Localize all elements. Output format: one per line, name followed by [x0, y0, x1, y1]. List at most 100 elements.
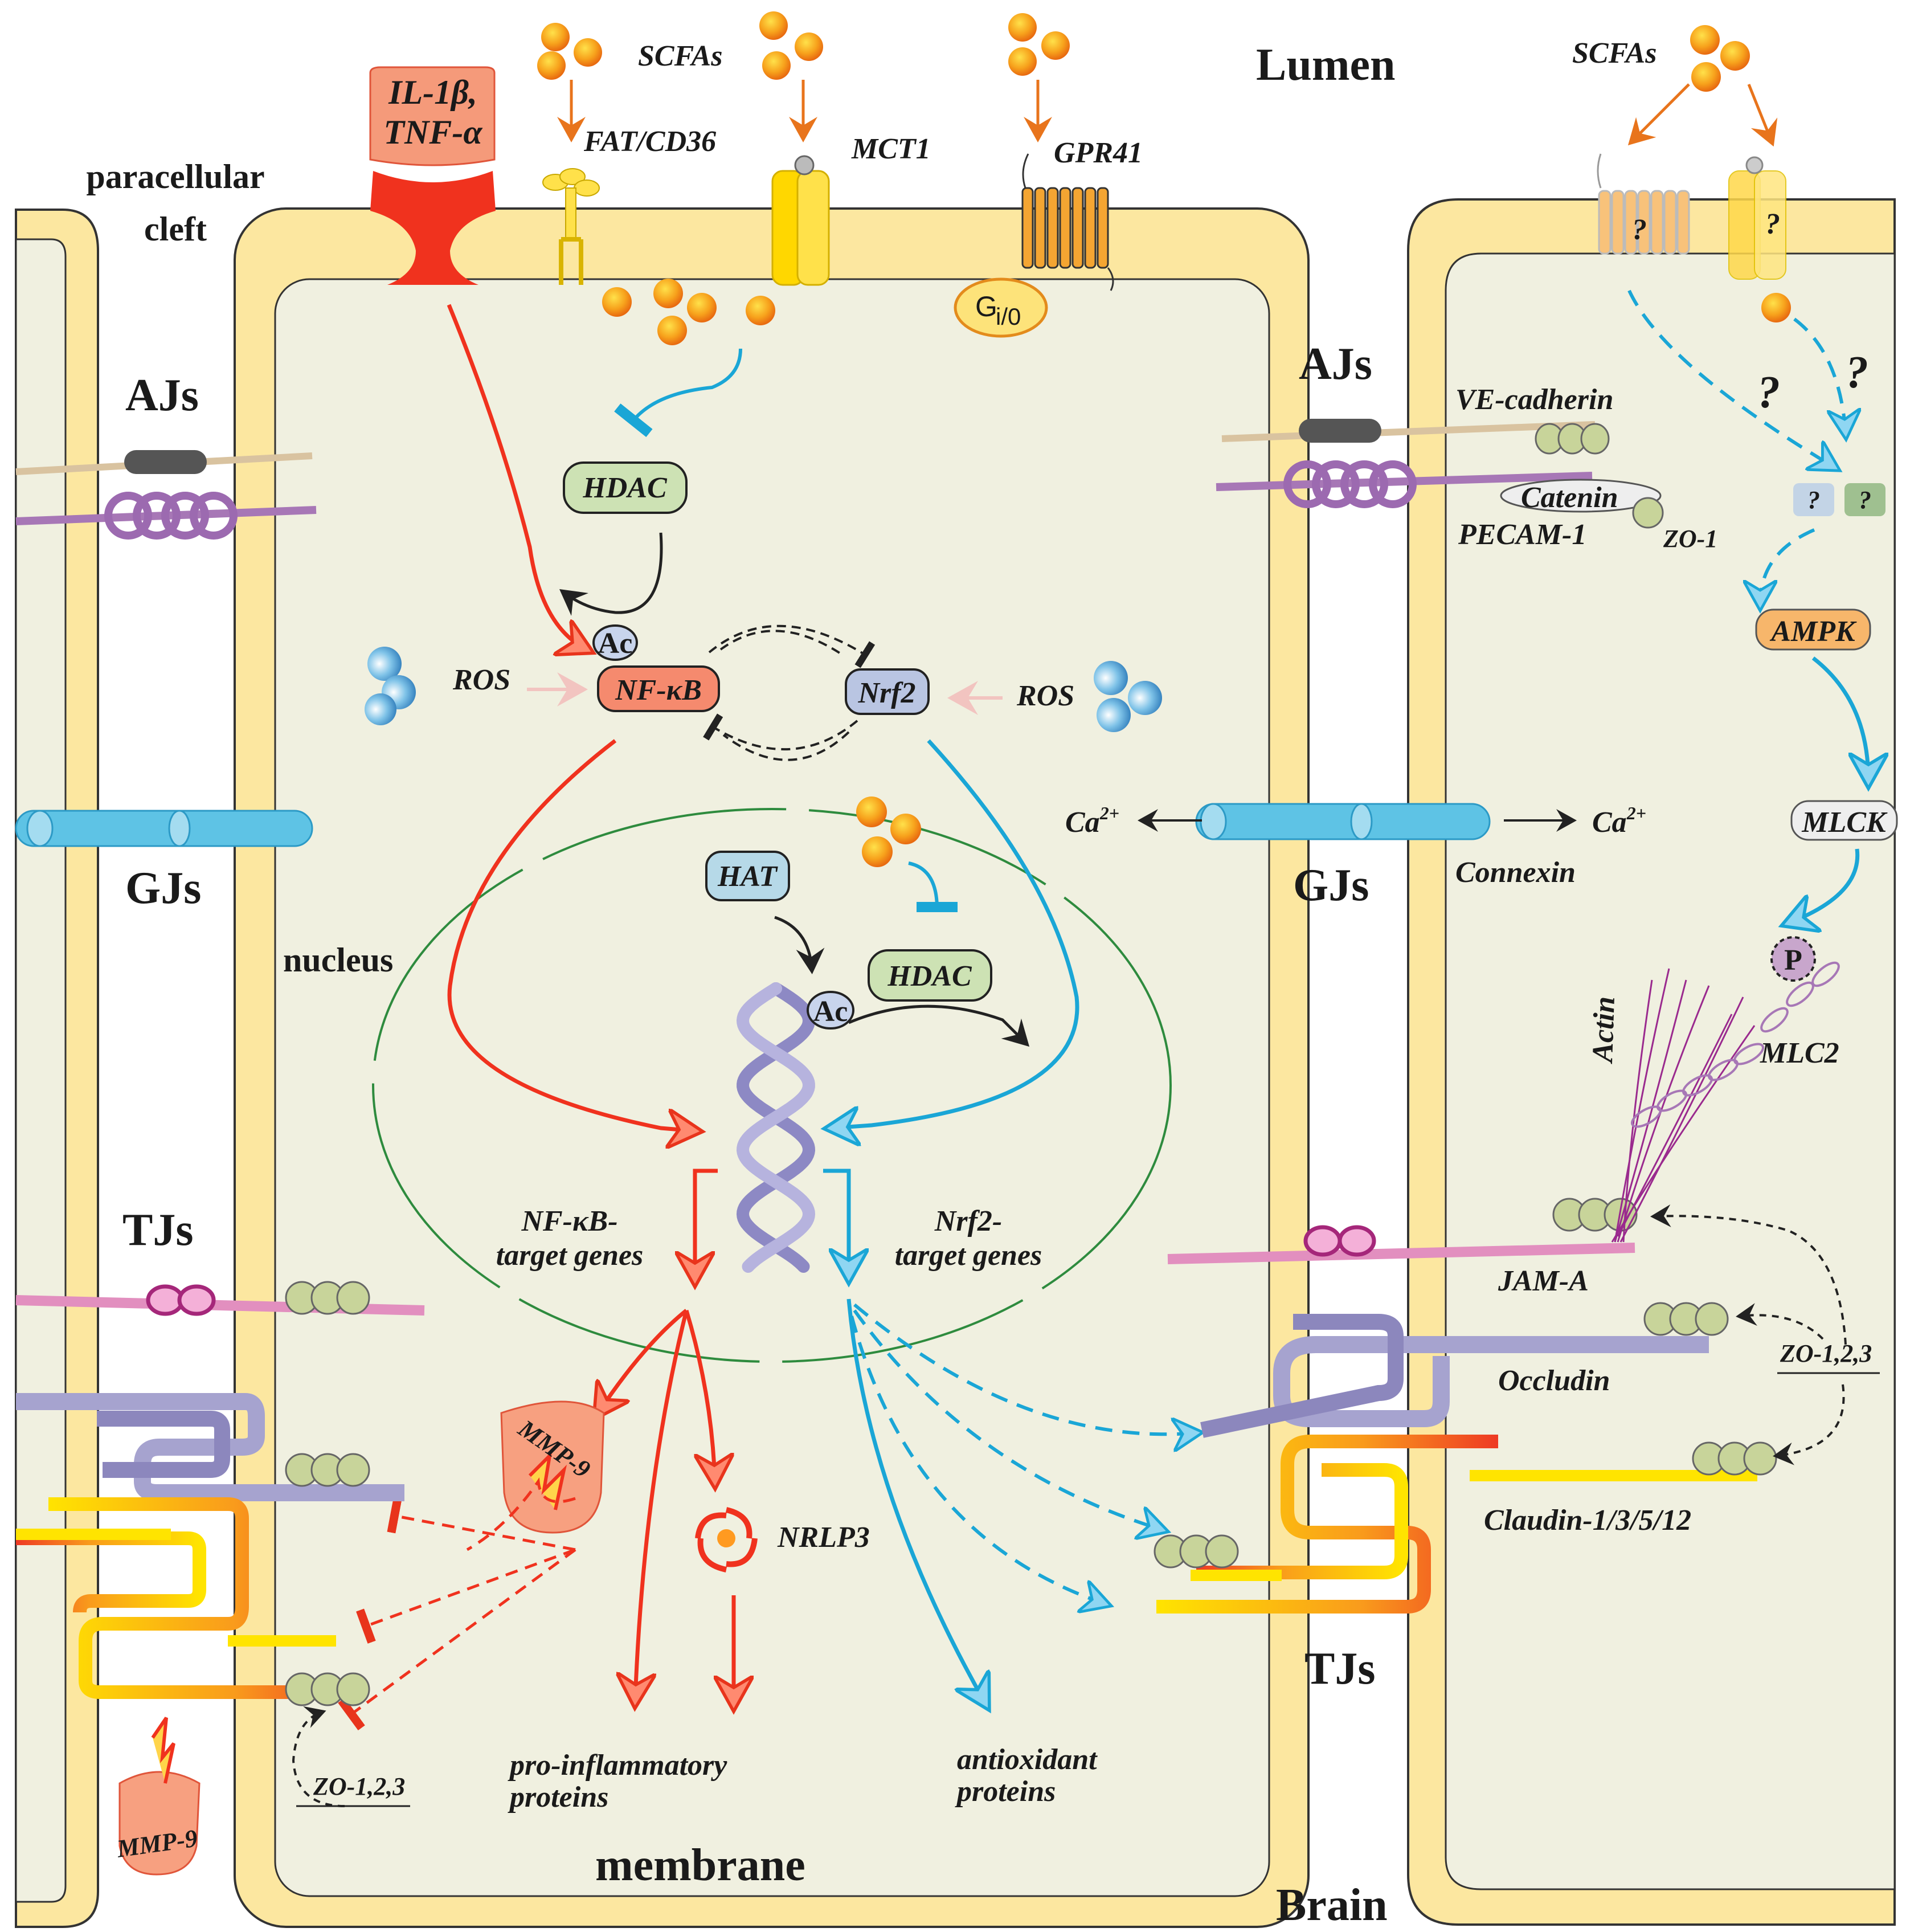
tjs-label-left: TJs: [122, 1205, 194, 1255]
left-cell: [15, 209, 99, 1928]
fat-cd36-label: FAT/CD36: [583, 125, 716, 158]
question-mark-right: ?: [1846, 348, 1868, 398]
gpr41-helix: [1046, 187, 1059, 269]
nrf2-target-genes-label: Nrf2-target genes: [895, 1205, 1042, 1272]
svg-text:?: ?: [1632, 214, 1647, 246]
jam-a-label: JAM-A: [1498, 1265, 1589, 1297]
ca-label-left: Ca2+: [1065, 803, 1119, 839]
ac-badge-nfkb: Ac: [592, 624, 638, 661]
connexin-label: Connexin: [1455, 856, 1576, 889]
left-gap-junction: [15, 810, 313, 847]
center-cell: [234, 207, 1310, 1928]
mlc2-label: MLC2: [1760, 1037, 1839, 1069]
cytokines-label: IL-1β,TNF-α: [383, 73, 482, 151]
scfa-cluster-1: [537, 23, 602, 80]
gpr41-receptor: [1021, 153, 1114, 291]
gpr41-helix: [1071, 187, 1084, 269]
hdac-cytoplasm: HDAC: [563, 461, 688, 514]
ca-label-right: Ca2+: [1592, 803, 1646, 839]
right-adherens-junction: [1216, 419, 1664, 529]
scfa-nucleus: [856, 797, 921, 867]
scfa-intracellular: [602, 279, 775, 345]
left-adherens-junction: [15, 450, 317, 540]
gpr41-helix: [1034, 187, 1046, 269]
ajs-label-left: AJs: [125, 370, 199, 420]
svg-text:MLCK: MLCK: [1801, 806, 1888, 839]
ac-badge-dna: Ac: [807, 991, 854, 1030]
svg-text:HDAC: HDAC: [887, 960, 972, 992]
left-tight-junction: [15, 1281, 425, 1706]
svg-text:?: ?: [1765, 208, 1780, 240]
ve-cadherin-label: VE-cadherin: [1455, 383, 1613, 416]
gpr41-helix: [1097, 187, 1109, 269]
zo123-label-right: ZO-1,2,3: [1780, 1339, 1872, 1367]
scfas-label-1: SCFAs: [638, 40, 722, 72]
unknown-receptor-gpcr: ?: [1597, 153, 1690, 255]
brain-label: Brain: [1276, 1880, 1388, 1930]
svg-text:?: ?: [1859, 486, 1871, 514]
ampk-node: AMPK: [1755, 608, 1871, 651]
svg-text:HAT: HAT: [717, 860, 778, 893]
dna-strand: [736, 982, 816, 1273]
occludin-label: Occludin: [1498, 1365, 1610, 1397]
hat-node: HAT: [705, 851, 790, 901]
svg-text:P: P: [1784, 944, 1802, 977]
scfa-cluster-3: [1008, 13, 1070, 76]
svg-text:NF-κB: NF-κB: [615, 674, 702, 706]
svg-text:Ac: Ac: [813, 995, 848, 1028]
catenin-label: Catenin: [1521, 481, 1618, 514]
dna-strand: [736, 982, 816, 1273]
cytokine-receptor: [369, 66, 496, 285]
mlc2-chain: [1631, 961, 1840, 1128]
svg-text:Ac: Ac: [598, 627, 633, 660]
scfas-label-right: SCFAs: [1572, 37, 1656, 70]
ajs-label-right: AJs: [1299, 339, 1372, 389]
gpr41-helix: [1084, 187, 1097, 269]
zo1-label: ZO-1: [1663, 525, 1717, 553]
nrf2-node: Nrf2: [845, 668, 930, 715]
ros-label-left: ROS: [452, 664, 510, 696]
claudin-label: Claudin-1/3/5/12: [1484, 1504, 1691, 1537]
mct1-label: MCT1: [851, 133, 931, 165]
mmp9-paracellular: MMP-9: [114, 1717, 201, 1876]
pecam1-label: PECAM-1: [1458, 518, 1586, 551]
nfkb-node: NF-κB: [597, 665, 720, 712]
nucleus-envelope: [372, 808, 1172, 1363]
lumen-label: Lumen: [1256, 40, 1396, 90]
svg-text:Nrf2: Nrf2: [857, 677, 915, 709]
phospho-badge: P: [1770, 936, 1816, 982]
dna-helix: [736, 982, 816, 1273]
scfa-cluster-2: [759, 11, 823, 80]
gio-protein: G i/0: [954, 277, 1048, 338]
ros-cluster-left: [365, 647, 416, 725]
gpr41-helix: [1059, 187, 1071, 269]
right-gap-junction: [1195, 803, 1491, 840]
hdac-nucleus: HDAC: [868, 949, 992, 1002]
mmp9-cytoplasm: MMP-9: [500, 1400, 605, 1534]
nrlp3-label: NRLP3: [777, 1521, 870, 1554]
ros-cluster-right: [1094, 661, 1162, 732]
svg-text:HDAC: HDAC: [582, 472, 668, 504]
mlck-node: MLCK: [1790, 800, 1898, 841]
actin-label: Actin: [1586, 996, 1621, 1064]
unknown-intermediate-1: ?: [1793, 483, 1834, 516]
svg-text:i/0: i/0: [996, 303, 1021, 330]
unknown-transporter: ?: [1728, 156, 1791, 322]
gjs-label-left: GJs: [125, 863, 201, 913]
svg-text:AMPK: AMPK: [1769, 615, 1857, 648]
gjs-label-right: GJs: [1293, 860, 1369, 910]
zo-label-left: ZO-1,2,3: [313, 1772, 405, 1800]
svg-text:G: G: [975, 291, 997, 322]
membrane-label: membrane: [595, 1840, 805, 1890]
ros-label-right: ROS: [1016, 680, 1074, 712]
nfkb-target-genes-label: NF-κB-target genes: [496, 1205, 644, 1272]
mct1-transporter: [771, 155, 830, 286]
svg-text:?: ?: [1807, 486, 1820, 514]
nrlp3-inflammasome: [695, 1507, 758, 1572]
tjs-label-right: TJs: [1304, 1644, 1376, 1694]
question-mark-left: ?: [1757, 367, 1780, 418]
